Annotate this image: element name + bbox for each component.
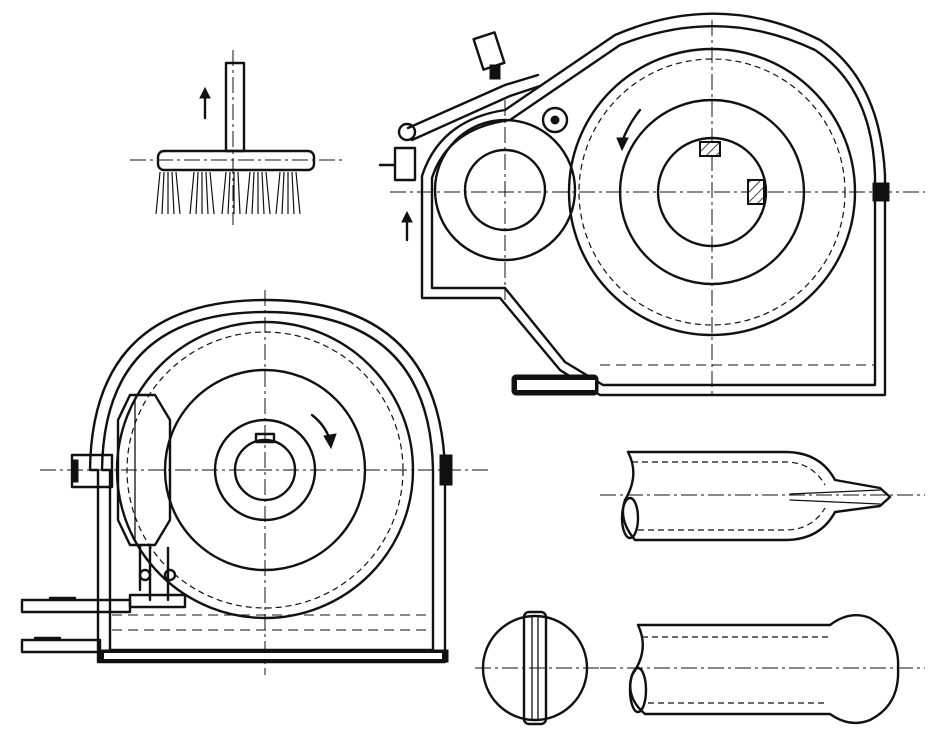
front-nozzle-pipes (138, 543, 170, 602)
front-housing-inner (100, 310, 435, 652)
front-keyway (254, 432, 276, 444)
front-nozzle-valve-2 (163, 568, 177, 582)
side-arrow-head-icon (401, 210, 413, 223)
tube1-tip-lines (789, 489, 881, 505)
tube2-break-line (628, 623, 647, 716)
front-rotation-arrowhead-icon (323, 433, 337, 450)
front-wheel-rim-hidden (126, 331, 404, 609)
side-valve-stem (489, 64, 501, 80)
brush-view (130, 50, 345, 225)
tube2-end-opening (628, 666, 648, 714)
side-roller-shaft (463, 148, 547, 232)
side-pulley-axle (550, 115, 560, 125)
front-bearing-cap (71, 459, 79, 483)
front-wheel-bore (213, 418, 317, 522)
front-manifold (128, 593, 187, 609)
brush-arrow-head-icon (199, 86, 211, 99)
tube1-end-opening (620, 496, 640, 540)
tube1-body (626, 450, 892, 542)
front-nozzle-valve-1 (138, 568, 152, 582)
side-lever (406, 73, 540, 130)
side-wheel-hub-ring (618, 98, 806, 286)
side-valve-body (472, 31, 506, 71)
side-rotation-arrowhead-icon (616, 137, 629, 152)
tube2-body (636, 614, 900, 725)
side-pulley (541, 106, 569, 134)
front-shaft (233, 438, 297, 502)
side-housing-inner (430, 24, 877, 387)
front-flange-right (439, 454, 453, 486)
front-wheel-hub-ring (163, 368, 367, 572)
front-grinding-disc (116, 393, 172, 547)
front-base-inner (104, 653, 442, 659)
washer-front-section (20, 290, 490, 675)
tube-tip-flattened-view (600, 450, 925, 542)
side-lever-lower (410, 84, 542, 142)
side-keyway-top (699, 141, 721, 157)
side-nozzle (393, 146, 417, 182)
side-keyway-right (747, 179, 765, 205)
brush-head (156, 149, 316, 172)
side-lever-pivot (397, 122, 417, 142)
side-housing-shell (420, 12, 887, 397)
washer-side-section (378, 12, 925, 397)
tube1-hidden-top (632, 461, 826, 486)
side-foot-inner (517, 380, 595, 390)
tube-tip-rounded-view (600, 614, 925, 725)
brush-shaft (224, 61, 246, 153)
tube1-hidden-bottom (638, 507, 826, 531)
side-wheel-bore (656, 136, 768, 248)
disc-body (481, 614, 589, 722)
side-wheel-rim-hidden (578, 58, 846, 326)
brush-bristles-icon (155, 171, 301, 215)
tube1-break-line (621, 450, 637, 542)
front-housing-shell (88, 298, 447, 664)
side-flange (872, 182, 890, 202)
grinding-disc-view (475, 610, 600, 726)
disc-rim (522, 610, 548, 726)
front-inlet-pipe-bottom (20, 638, 102, 654)
front-inlet-pipe-top (20, 598, 132, 614)
side-large-wheel (567, 47, 857, 337)
side-roller (433, 118, 577, 262)
